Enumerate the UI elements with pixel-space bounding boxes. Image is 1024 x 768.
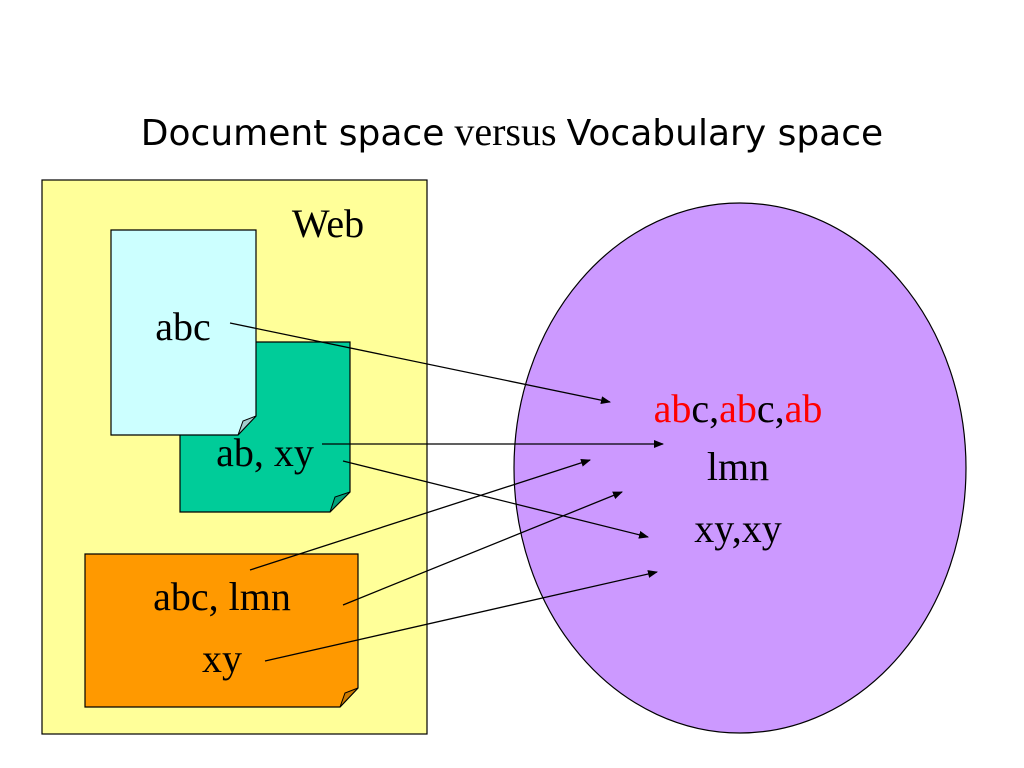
vocabulary-line-1: abc,abc,ab <box>654 386 823 431</box>
vocabulary-line-1-segment: ab <box>654 386 692 431</box>
document-3: abc, lmn xy <box>84 553 359 708</box>
vocabulary-line-3: xy,xy <box>694 506 781 551</box>
title-part-document-space: Document space <box>140 113 445 154</box>
vocabulary-line-2: lmn <box>707 444 769 489</box>
vocabulary-line-1-segment: c, <box>691 386 719 431</box>
document-1-text: abc <box>155 304 211 349</box>
document-3-text-line-1: abc, lmn <box>153 574 291 619</box>
arrow-doc1-abc-to-vocab <box>229 322 611 405</box>
document-3-fold <box>339 687 359 708</box>
page-title: Document space versus Vocabulary space <box>0 104 1024 162</box>
document-1: abc <box>110 229 257 436</box>
arrow-doc3-xy-to-vocab <box>264 570 658 662</box>
document-2-text: ab, xy <box>216 430 314 475</box>
document-2-fold <box>329 491 351 513</box>
vocabulary-space-ellipse <box>513 202 967 734</box>
vocabulary-line-1-segment: c, <box>757 386 785 431</box>
vocabulary-line-1-segment: ab <box>719 386 757 431</box>
title-part-versus: versus <box>454 109 557 154</box>
document-3-text-line-2: xy <box>202 636 242 681</box>
arrow-doc3-abc-to-vocab <box>249 458 591 571</box>
title-part-vocabulary-space: Vocabulary space <box>566 113 884 154</box>
arrow-doc3-lmn-to-vocab <box>342 491 623 606</box>
vocabulary-line-1-segment: ab <box>785 386 823 431</box>
arrow-doc2-xy-to-vocab <box>342 460 649 539</box>
document-1-fold <box>237 415 257 436</box>
web-label: Web <box>292 201 364 246</box>
